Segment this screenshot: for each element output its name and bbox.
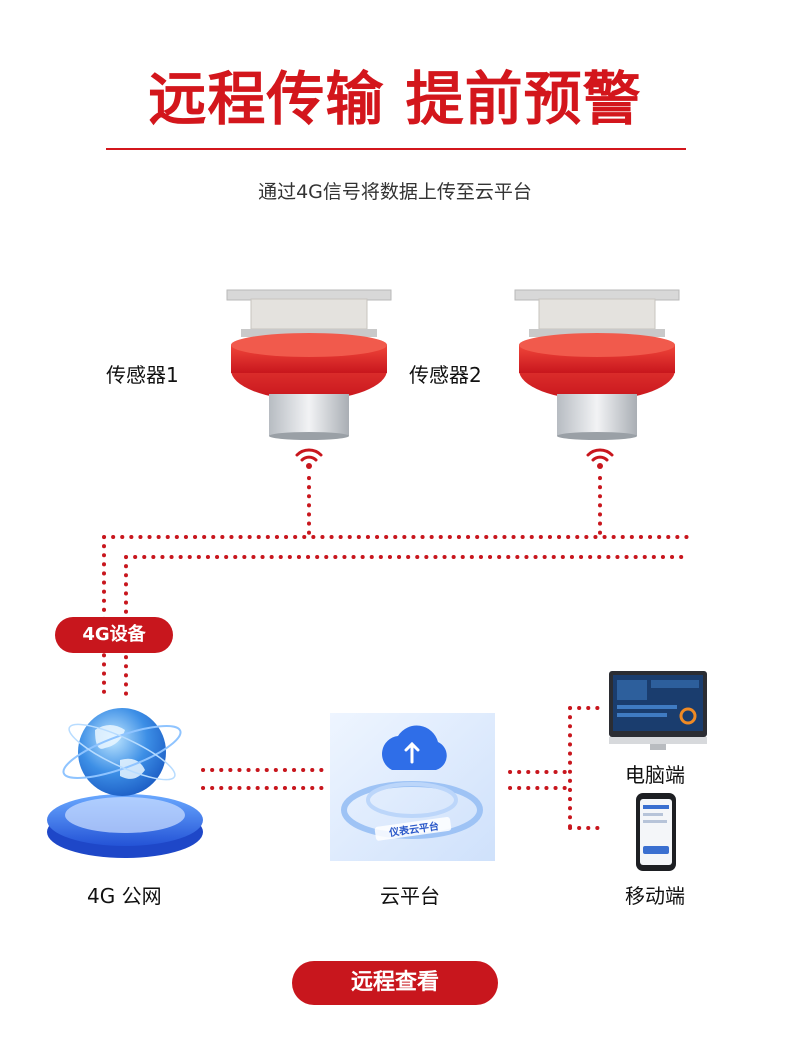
cloud-platform-image: 仪表云平台 [330,713,495,861]
wifi-signal-icon [295,448,323,469]
bus-line-lower [124,555,692,702]
device-4g-badge: 4G设备 [55,617,173,653]
monitor-icon [609,671,707,750]
cloud-label: 云平台 [380,884,440,908]
sensor-2-label: 传感器2 [409,363,482,387]
sensor-2 [514,289,680,440]
smartphone-icon [636,793,676,871]
globe-icon [47,708,203,858]
wifi-signal-icon [586,448,614,469]
remote-view-button[interactable]: 远程查看 [292,961,498,1005]
page-title: 远程传输 提前预警 [148,65,642,133]
title-divider [106,148,686,150]
page-subtitle: 通过4G信号将数据上传至云平台 [258,181,532,203]
network-label: 4G 公网 [87,884,162,908]
sensor-1 [226,289,392,440]
sensor-1-label: 传感器1 [106,363,179,387]
cloud-client-link [508,706,607,830]
pc-label: 电脑端 [625,763,685,787]
network-cloud-link [201,768,327,790]
mobile-label: 移动端 [625,884,685,908]
bus-line-upper [102,535,692,702]
